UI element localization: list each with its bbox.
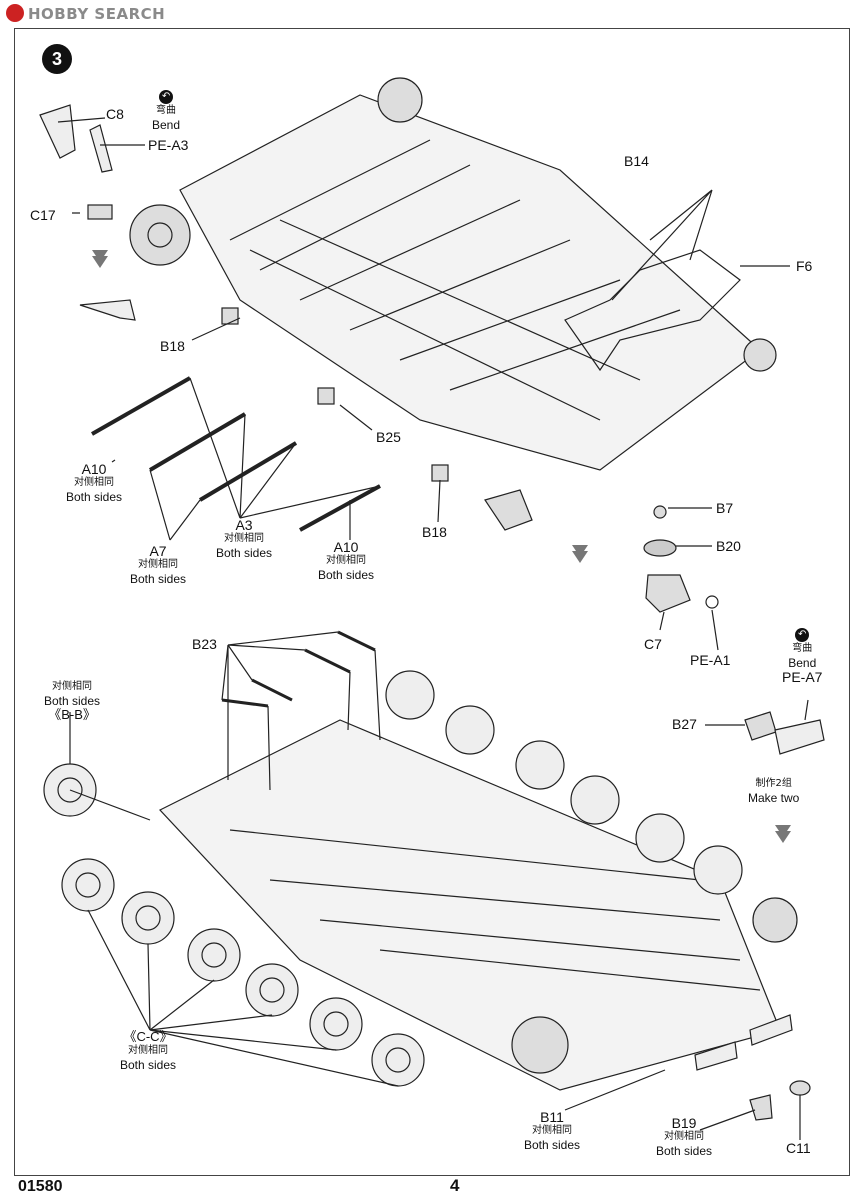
bend-icon: ↶ xyxy=(159,90,174,104)
road-wheel-cc-2 xyxy=(121,891,175,945)
sprocket-front-upper xyxy=(129,204,191,266)
sprocket-lower-front xyxy=(511,1016,569,1074)
road-wheel-cc-5 xyxy=(309,997,363,1051)
label-c7: C7 xyxy=(644,636,662,652)
label-b14: B14 xyxy=(624,153,649,169)
road-wheel-far-6 xyxy=(693,845,743,895)
label-b19-group: B19 对侧相同 Both sides xyxy=(656,1115,713,1158)
road-wheel-far-3 xyxy=(515,740,565,790)
rod-a7-2 xyxy=(198,441,298,502)
label-c11: C11 xyxy=(786,1140,811,1156)
part-pe-a1 xyxy=(705,595,719,609)
sprocket-lower-rear xyxy=(752,897,798,943)
label-a10-right-group: A10 对侧相同 Both sides xyxy=(318,539,375,582)
label-b20: B20 xyxy=(716,538,741,554)
part-c8-bracket xyxy=(39,104,76,159)
lower-hull-torsion-bars xyxy=(229,829,761,991)
rod-b23-3 xyxy=(304,648,351,674)
label-pe-a3: PE-A3 xyxy=(148,137,189,153)
step-number-badge: 3 xyxy=(42,44,72,74)
part-pe-a7 xyxy=(774,719,825,755)
plate-right-2 xyxy=(694,1041,738,1071)
final-drive-hub xyxy=(484,489,533,531)
product-code: 01580 xyxy=(18,1178,63,1195)
rod-b23-4 xyxy=(337,630,376,652)
road-wheel-cc-3 xyxy=(187,928,241,982)
part-pe-a3 xyxy=(89,124,113,173)
label-a10-left-group: A10 对侧相同 Both sides xyxy=(66,461,123,504)
label-pe-a1: PE-A1 xyxy=(690,652,731,668)
part-b18-top xyxy=(221,307,239,325)
label-cc-group: 《C-C》 对侧相同 Both sides xyxy=(120,1029,177,1073)
part-b19 xyxy=(749,1094,773,1121)
part-f6-rail xyxy=(564,249,741,372)
rod-a7-1 xyxy=(148,412,247,472)
label-a3-group: A3 对侧相同 Both sides xyxy=(216,517,273,560)
part-fender xyxy=(79,299,136,321)
label-make-two: 制作2组 Make two xyxy=(748,778,800,805)
label-c17: C17 xyxy=(30,207,56,223)
arrow-down-mid xyxy=(572,545,588,563)
road-wheel-cc-6 xyxy=(371,1033,425,1087)
part-b20 xyxy=(643,539,677,557)
rod-b23-1 xyxy=(221,698,269,708)
road-wheel-cc-1 xyxy=(61,858,115,912)
label-b18-top: B18 xyxy=(160,338,185,354)
idler-hub-upper xyxy=(743,338,777,372)
part-c11 xyxy=(789,1080,811,1096)
upper-hull-rail xyxy=(229,139,681,391)
label-b11-group: B11 对侧相同 Both sides xyxy=(524,1109,581,1152)
label-b25: B25 xyxy=(376,429,401,445)
road-wheel-far-2 xyxy=(445,705,495,755)
road-wheel-cc-4 xyxy=(245,963,299,1017)
upper-hull-outline xyxy=(179,94,761,471)
road-wheel-far-5 xyxy=(635,813,685,863)
part-c17 xyxy=(87,204,113,220)
label-b27: B27 xyxy=(672,716,697,732)
plate-right-1 xyxy=(749,1014,793,1046)
part-b25 xyxy=(317,387,335,405)
page-frame xyxy=(14,28,850,1176)
bend-note-top: ↶ 弯曲 Bend xyxy=(152,90,181,132)
bend-note-lower: ↶ 弯曲 Bend PE-A7 xyxy=(782,628,823,685)
arrow-down-upper-left xyxy=(92,250,108,268)
label-f6: F6 xyxy=(796,258,813,274)
hobby-search-logo-icon xyxy=(6,4,24,22)
lower-hull-outline xyxy=(159,719,781,1091)
rod-a10-left xyxy=(91,376,191,436)
label-a7-group: A7 对侧相同 Both sides xyxy=(130,543,187,586)
label-b23: B23 xyxy=(192,636,217,652)
road-wheel-far-1 xyxy=(385,670,435,720)
bend-icon: ↶ xyxy=(795,628,810,642)
label-b7: B7 xyxy=(716,500,734,516)
hobby-search-watermark: HOBBY SEARCH xyxy=(6,4,165,23)
part-b27 xyxy=(744,711,777,741)
label-b18-bottom: B18 xyxy=(422,524,447,540)
part-c7 xyxy=(645,574,691,613)
arrow-down-right xyxy=(775,825,791,843)
page-number: 4 xyxy=(450,1176,460,1195)
part-b18-bottom xyxy=(431,464,449,482)
label-bb-group: 对侧相同 Both sides 《B-B》 xyxy=(44,681,101,722)
part-b7 xyxy=(653,505,667,519)
rod-a10-right xyxy=(299,484,381,532)
rod-b23-2 xyxy=(251,678,293,702)
label-c8: C8 xyxy=(106,106,124,122)
upper-hull-torsion-bars xyxy=(249,219,641,421)
road-wheel-far-4 xyxy=(570,775,620,825)
sprocket-rear-upper xyxy=(377,77,423,123)
